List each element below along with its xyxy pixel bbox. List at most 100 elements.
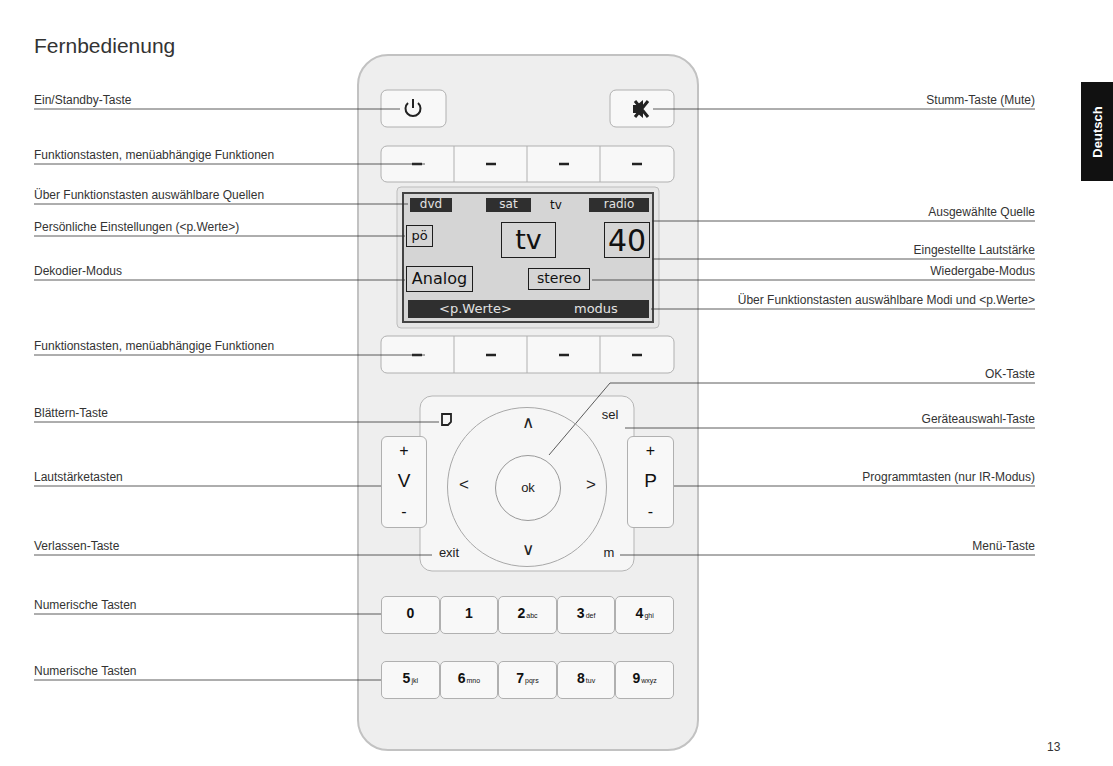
numeric-key: 4ghi xyxy=(615,596,674,634)
button-label: Analog xyxy=(412,270,467,288)
numeric-key: 1 xyxy=(440,596,499,634)
button-label: <p.Werte> xyxy=(439,302,512,316)
button-label: tuv xyxy=(586,677,595,685)
button-label: 5 xyxy=(403,671,411,686)
remote-body xyxy=(358,55,698,750)
lcd-display xyxy=(403,193,653,322)
button-label: pö xyxy=(411,229,427,243)
function-keys-bottom xyxy=(381,336,674,373)
button-label: radio xyxy=(604,198,635,211)
button-label: > xyxy=(586,476,596,495)
button-label: V xyxy=(398,471,411,492)
callout-label: Numerische Tasten xyxy=(34,664,137,678)
callout-label: Geräteauswahl-Taste xyxy=(922,412,1035,426)
source-tab: radio xyxy=(589,198,649,212)
callout-label: Programmtasten (nur IR-Modus) xyxy=(862,470,1035,484)
button-label: 1 xyxy=(465,606,473,621)
button-label: 4 xyxy=(636,606,644,621)
button-label: sel xyxy=(602,408,619,422)
source-tab: dvd xyxy=(410,198,452,212)
button-label: 8 xyxy=(577,671,585,686)
button-label: 0 xyxy=(406,606,414,621)
button-label: ∧ xyxy=(522,414,534,433)
mute-button xyxy=(610,90,674,127)
decode-box: Analog xyxy=(406,266,473,292)
button-label: wxyz xyxy=(641,677,657,685)
button-label: - xyxy=(648,503,653,521)
settings-box: pö xyxy=(406,225,433,247)
direction-ring: ∧ < > ∨ ok xyxy=(447,407,607,567)
button-label: pqrs xyxy=(525,677,539,685)
button-label: ok xyxy=(521,481,535,495)
program-rocker: + P - xyxy=(627,436,674,528)
callout-label: Stumm-Taste (Mute) xyxy=(926,93,1035,107)
language-tab: Deutsch xyxy=(1081,82,1113,181)
button-label: mno xyxy=(466,677,480,685)
callout-label: Ausgewählte Quelle xyxy=(928,205,1035,219)
button-label: 2 xyxy=(517,606,525,621)
button-label: modus xyxy=(574,302,618,316)
callout-label: Eingestellte Lautstärke xyxy=(914,243,1035,257)
navigation-plate xyxy=(420,396,634,571)
playback-box: stereo xyxy=(528,268,590,290)
page-icon xyxy=(442,414,451,425)
button-label: + xyxy=(399,442,408,460)
navigation-plate: sel exit m ∧ < > ∨ ok xyxy=(420,396,634,571)
button-label: abc xyxy=(526,612,537,620)
numeric-key: 5jkl xyxy=(381,661,440,699)
button-label: sat xyxy=(499,198,517,211)
numeric-key: 8tuv xyxy=(557,661,616,699)
callout-label: Menü-Taste xyxy=(972,539,1035,553)
button-label: ghi xyxy=(644,612,653,620)
mode-band: <p.Werte> modus xyxy=(408,300,649,318)
callout-label: Wiedergabe-Modus xyxy=(930,264,1035,278)
page-title: Fernbedienung xyxy=(34,33,175,59)
button-label: m xyxy=(604,546,615,560)
callout-label: Funktionstasten, menüabhängige Funktione… xyxy=(34,339,274,353)
button-label: ∨ xyxy=(522,541,534,560)
button-label: exit xyxy=(439,546,459,560)
button-label: 6 xyxy=(458,671,466,686)
button-label: 3 xyxy=(577,606,585,621)
display-text: tv xyxy=(550,198,562,212)
numeric-key: 2abc xyxy=(498,596,557,634)
callout-label: Über Funktionstasten auswählbare Quellen xyxy=(34,188,264,202)
callout-label: Über Funktionstasten auswählbare Modi un… xyxy=(738,293,1035,307)
button-label: P xyxy=(644,471,657,492)
callout-label: Blättern-Taste xyxy=(34,406,108,420)
button-label: < xyxy=(459,476,469,495)
ok-button: ok xyxy=(495,455,561,521)
button-label: tv xyxy=(515,225,542,255)
numeric-key: 3def xyxy=(557,596,616,634)
callout-label: 13 xyxy=(1047,740,1060,754)
callout-label: Verlassen-Taste xyxy=(34,539,119,553)
callout-label: Persönliche Einstellungen (<p.Werte>) xyxy=(34,220,239,234)
button-label: stereo xyxy=(537,271,581,286)
callout-label: Ein/Standby-Taste xyxy=(34,93,131,107)
button-label: dvd xyxy=(420,198,442,211)
button-label: + xyxy=(646,442,655,460)
tab-label: Deutsch xyxy=(1090,106,1105,157)
leader-lines xyxy=(34,109,1035,680)
button-label: def xyxy=(586,612,596,620)
numeric-key: 7pqrs xyxy=(498,661,557,699)
callout-label: Numerische Tasten xyxy=(34,598,137,612)
callout-label: OK-Taste xyxy=(985,367,1035,381)
numeric-key: 0 xyxy=(381,596,440,634)
button-label: 7 xyxy=(516,671,524,686)
callout-label: Funktionstasten, menüabhängige Funktione… xyxy=(34,148,274,162)
volume-box: 40 xyxy=(604,222,650,258)
numeric-key: 9wxyz xyxy=(615,661,674,699)
callout-label: Dekodier-Modus xyxy=(34,264,122,278)
source-box: tv xyxy=(501,222,556,258)
volume-rocker: + V - xyxy=(381,436,427,528)
display-bezel xyxy=(397,187,659,328)
button-label: 40 xyxy=(608,224,646,257)
button-label: - xyxy=(401,503,406,521)
button-label: jkl xyxy=(411,677,418,685)
power-button xyxy=(381,90,446,127)
callout-label: Lautstärketasten xyxy=(34,470,123,484)
numeric-key: 6mno xyxy=(440,661,499,699)
button-label: 9 xyxy=(633,671,641,686)
